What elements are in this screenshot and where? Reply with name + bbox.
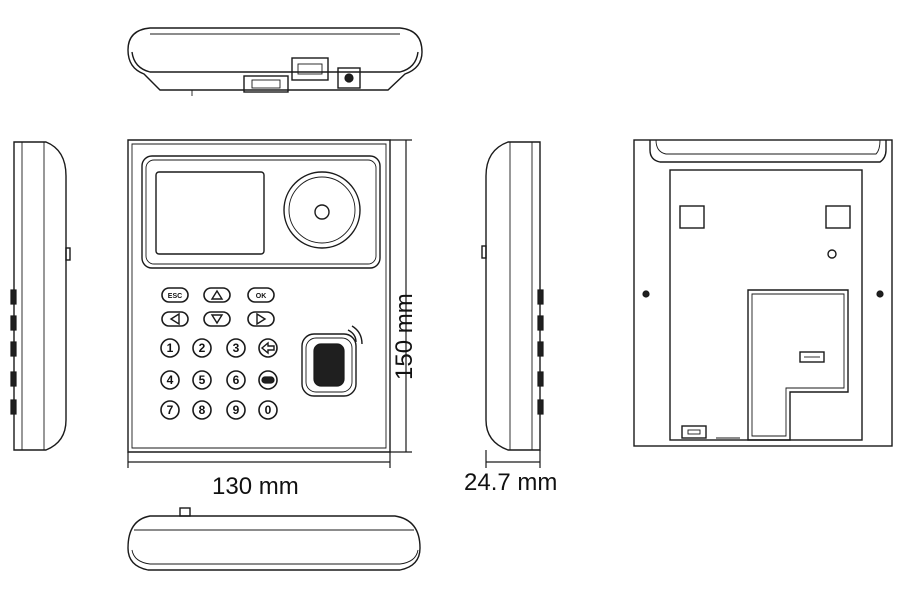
number-keys: 1 2 3 4 5 6 7 8 9 0: [160, 338, 278, 420]
face-camera: [283, 171, 361, 249]
key-0[interactable]: [258, 400, 278, 420]
key-4-label: 4: [167, 373, 174, 387]
up-key[interactable]: [203, 287, 231, 303]
front-view: ESC OK 1 2 3 4 5 6: [127, 139, 391, 453]
key-8-label: 8: [199, 403, 206, 417]
right-side-view: [481, 141, 544, 451]
key-3-label: 3: [233, 341, 240, 355]
ethernet-port: [243, 75, 289, 93]
key-5[interactable]: [192, 370, 212, 390]
right-arrow-icon: [256, 312, 267, 326]
key-9-label: 9: [233, 403, 240, 417]
key-1[interactable]: [160, 338, 180, 358]
display-window: [141, 155, 381, 269]
key-2[interactable]: [192, 338, 212, 358]
fingerprint-icon: [313, 343, 345, 387]
bottom-view: [127, 507, 421, 571]
width-dimension: 130 mm: [127, 452, 391, 500]
down-key[interactable]: [203, 311, 231, 327]
left-side-view: [10, 141, 71, 451]
power-jack: [337, 67, 361, 89]
key-2-label: 2: [199, 341, 206, 355]
card-icon: [261, 376, 275, 384]
height-dimension: 150 mm: [390, 139, 418, 453]
screw-left: [642, 290, 650, 298]
back-connector: [799, 351, 825, 363]
usb-port: [291, 57, 329, 81]
key-6[interactable]: [226, 370, 246, 390]
left-key[interactable]: [161, 311, 189, 327]
screen: [155, 171, 265, 255]
nav-keys: ESC OK: [161, 287, 275, 327]
esc-label: ESC: [168, 293, 182, 300]
up-arrow-icon: [210, 289, 224, 300]
ok-key[interactable]: [247, 287, 275, 303]
right-key[interactable]: [247, 311, 275, 327]
key-4[interactable]: [160, 370, 180, 390]
back-view: [633, 139, 893, 447]
key-6-label: 6: [233, 373, 240, 387]
depth-label: 24.7 mm: [464, 469, 557, 496]
key-0-label: 0: [265, 403, 272, 417]
micro-usb-port: [681, 425, 707, 439]
esc-key[interactable]: [161, 287, 189, 303]
nfc-icon: [347, 329, 357, 343]
key-8[interactable]: [192, 400, 212, 420]
key-5-label: 5: [199, 373, 206, 387]
key-7[interactable]: [160, 400, 180, 420]
key-3[interactable]: [226, 338, 246, 358]
screw-right: [876, 290, 884, 298]
backspace-key[interactable]: [258, 338, 278, 358]
backspace-icon: [260, 341, 275, 355]
top-view: [127, 27, 423, 96]
width-label: 130 mm: [212, 473, 299, 500]
height-label: 150 mm: [391, 293, 418, 380]
depth-dimension: 24.7 mm: [464, 450, 557, 496]
cable-channel: [747, 289, 849, 441]
ok-label: OK: [256, 293, 267, 300]
left-arrow-icon: [169, 312, 180, 326]
key-1-label: 1: [167, 341, 174, 355]
fingerprint-sensor: [301, 325, 363, 397]
mounting-plate: [669, 169, 863, 441]
down-arrow-icon: [210, 314, 224, 325]
key-7-label: 7: [167, 403, 174, 417]
key-9[interactable]: [226, 400, 246, 420]
